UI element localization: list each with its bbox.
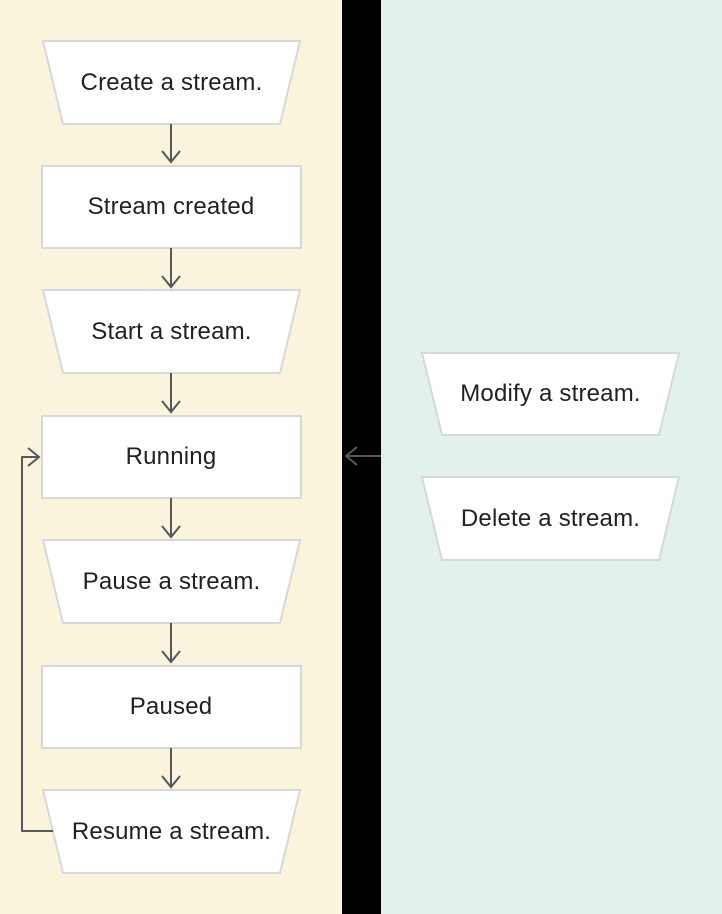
node-delete-stream-shape	[420, 476, 681, 561]
node-resume-stream-shape	[41, 789, 302, 874]
node-start-stream-shape	[41, 289, 302, 374]
node-modify-stream-shape	[420, 352, 681, 436]
node-paused-shape	[41, 665, 302, 749]
actions-panel-background	[381, 0, 722, 914]
node-create-stream-shape	[41, 40, 302, 125]
node-stream-created-shape	[41, 165, 302, 249]
node-running-shape	[41, 415, 302, 499]
loop-arrow-icon-resume-to-running	[21, 447, 53, 832]
node-pause-stream-shape	[41, 539, 302, 624]
